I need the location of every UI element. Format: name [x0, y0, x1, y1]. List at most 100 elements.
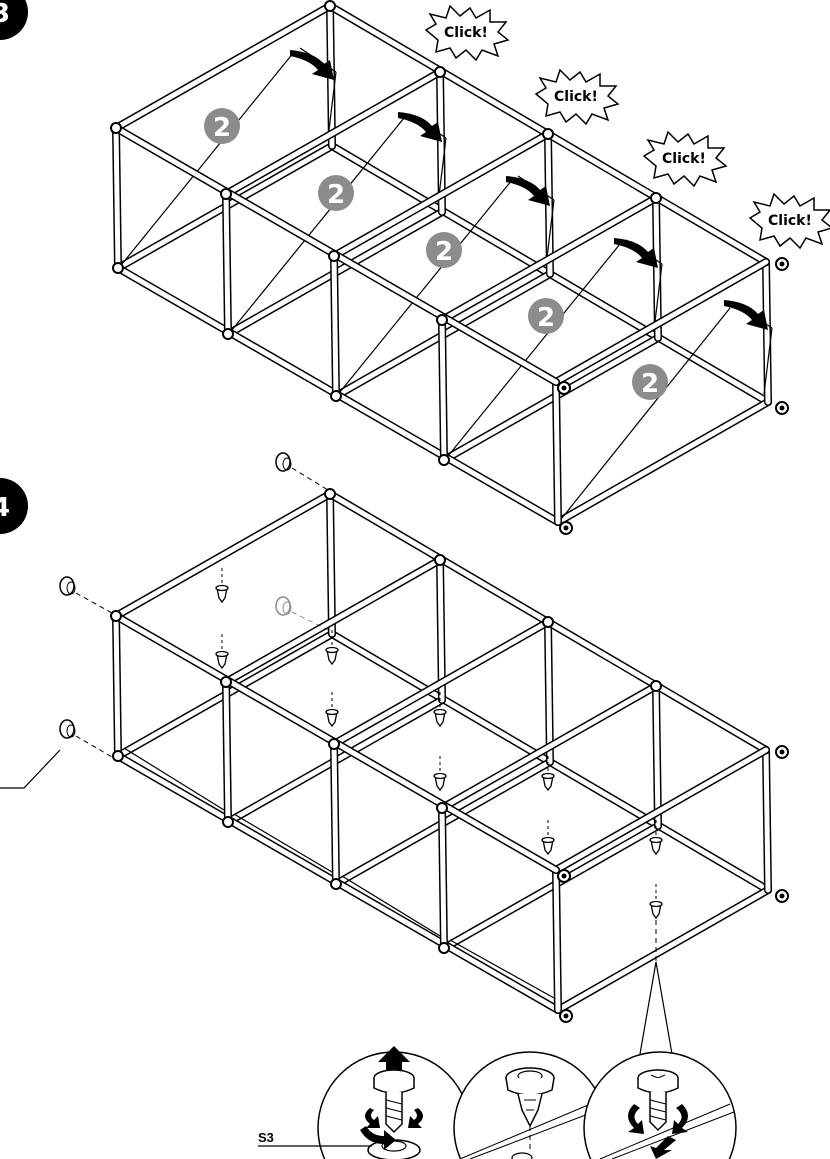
shelf-panel-edge [341, 875, 441, 937]
detail-pointer [639, 961, 657, 1055]
part-marker: 2 [632, 364, 668, 400]
push-arrow-icon [506, 176, 550, 206]
divider-panel-edge [561, 307, 731, 519]
frame-joint [542, 616, 554, 628]
frame-joint [650, 192, 662, 204]
frame-joint [222, 328, 234, 340]
step-4-frame [110, 488, 789, 1023]
frame-tube-highlight [553, 259, 769, 385]
frame-tube-highlight [555, 887, 771, 1013]
rotate-arrow-icon [408, 1108, 423, 1128]
frame-joint [112, 262, 124, 274]
svg-text:Click!: Click! [554, 89, 598, 105]
frame-tube-highlight [553, 747, 769, 873]
screw-icon [373, 1069, 415, 1134]
frame-joint [112, 750, 124, 762]
rivet-icon [325, 692, 339, 728]
frame-tube-highlight [331, 741, 339, 887]
rivet-icon [433, 692, 447, 728]
divider-panel-edge [231, 117, 405, 331]
frame-tube-highlight [331, 619, 551, 747]
frame-tube-highlight [223, 69, 443, 197]
svg-text:Click!: Click! [662, 151, 706, 167]
frame-tube-highlight [223, 557, 443, 685]
shelf-panel-edge [449, 939, 555, 999]
screw-icon [637, 1069, 679, 1132]
rivet-icon [325, 630, 339, 666]
frame-tube-highlight [331, 131, 551, 259]
rivet-icon [215, 568, 229, 604]
frame-tube-highlight [223, 191, 231, 337]
frame-tube-highlight [545, 619, 553, 765]
divider-panel-edge [339, 179, 513, 393]
end-cap-leader-line [0, 749, 61, 789]
rivet-icon [433, 756, 447, 792]
frame-joint [110, 610, 122, 622]
end-cap-icon [59, 576, 113, 614]
svg-text:2: 2 [327, 180, 345, 210]
end-cap-center [779, 893, 785, 899]
part-marker: 2 [204, 108, 240, 144]
end-cap-center [563, 525, 569, 531]
frame-tube-highlight [763, 747, 771, 893]
rivet-icon [649, 820, 663, 856]
svg-text:Click!: Click! [444, 25, 488, 41]
step-4: 4 [0, 452, 789, 1055]
divider-panel-edge [327, 71, 337, 139]
end-cap-center [561, 873, 567, 879]
frame-joint [328, 738, 340, 750]
svg-text:2: 2 [641, 369, 659, 399]
frame-tube-highlight [113, 3, 333, 131]
push-arrow-icon [378, 1046, 410, 1072]
end-cap-icon [275, 452, 329, 491]
frame-joint [324, 0, 336, 12]
frame-tube-highlight [223, 679, 231, 825]
divider-panel-edge [121, 51, 295, 265]
frame-tube-highlight [553, 379, 561, 525]
step-3-part-markers: 2 2 2 2 2 [204, 108, 668, 400]
frame-joint [438, 942, 450, 954]
rotate-arrow-icon [628, 1104, 644, 1134]
frame-joint [328, 250, 340, 262]
push-arrow-icon [290, 50, 334, 80]
divider-panel-edge [545, 199, 555, 267]
shelf-panel-edge [233, 813, 333, 873]
rivet-icon [215, 634, 229, 670]
frame-joint [330, 390, 342, 402]
detail-remove-screw [317, 1046, 471, 1159]
frame-tube-highlight [441, 335, 661, 463]
svg-text:2: 2 [537, 303, 555, 333]
frame-joint [220, 188, 232, 200]
svg-text:2: 2 [435, 237, 453, 267]
svg-text:Click!: Click! [768, 213, 812, 229]
push-arrow-icon [724, 300, 768, 330]
hardware-label: S3 [258, 1130, 274, 1145]
step-3-frame [110, 0, 789, 535]
frame-joint [542, 128, 554, 140]
frame-joint [434, 554, 446, 566]
end-cap-icon [59, 719, 113, 758]
frame-joint [438, 454, 450, 466]
rivet-icon [541, 820, 555, 856]
frame-joint [434, 66, 446, 78]
detail-rivet [453, 1051, 607, 1159]
divider-panel-edge [763, 327, 773, 395]
click-burst: Click! [424, 4, 510, 62]
detail-pointer [655, 961, 673, 1055]
frame-tube-highlight [113, 125, 121, 271]
hardware-details: S3 [258, 1046, 737, 1159]
frame-tube-highlight [763, 259, 771, 405]
svg-text:3: 3 [0, 0, 10, 29]
end-cap-center [779, 749, 785, 755]
frame-joint [110, 122, 122, 134]
frame-tube-highlight [555, 399, 771, 525]
frame-tube-highlight [113, 491, 333, 619]
end-cap-center [779, 261, 785, 267]
rotate-arrow-icon [365, 1108, 380, 1128]
step-4-badge: 4 [0, 478, 28, 534]
rivet-icon [541, 756, 555, 792]
rivet-icon [505, 1067, 555, 1128]
push-arrow-icon [650, 1136, 676, 1159]
click-burst: Click! [534, 68, 620, 126]
detail-insert-screw [583, 1051, 737, 1159]
